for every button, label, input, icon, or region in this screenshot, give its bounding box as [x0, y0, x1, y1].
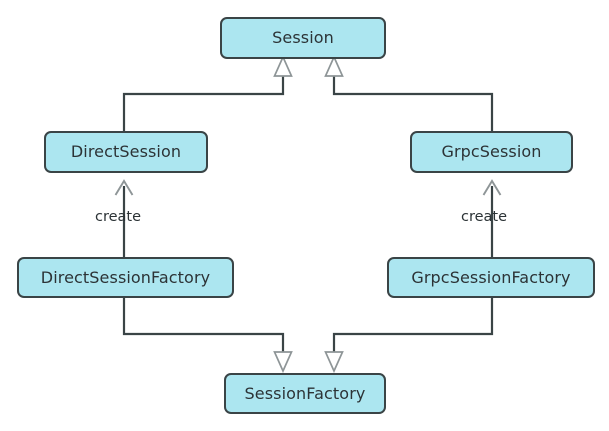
- edge-direct-session-inherits-session: [122, 54, 293, 131]
- node-direct-session-label: DirectSession: [70, 142, 182, 161]
- edge-grpc-session-factory-creates-grpc-session: [482, 179, 502, 257]
- open-arrowhead-icon: [482, 179, 502, 196]
- hollow-triangle-arrowhead-icon: [324, 351, 344, 374]
- edge-direct-session-factory-inherits-session-factory: [122, 298, 293, 374]
- node-grpc-session-label: GrpcSession: [441, 142, 542, 161]
- node-grpc-session[interactable]: GrpcSession: [410, 131, 573, 173]
- edge-label-create-left: create: [95, 209, 142, 225]
- open-arrowhead-icon: [114, 179, 134, 196]
- connector-line: [122, 76, 285, 131]
- node-direct-session[interactable]: DirectSession: [44, 131, 208, 173]
- node-grpc-session-factory-label: GrpcSessionFactory: [411, 267, 571, 287]
- hollow-triangle-arrowhead-icon: [273, 54, 293, 77]
- connector-line: [122, 298, 285, 352]
- edge-label-create-right: create: [461, 209, 508, 225]
- hollow-triangle-arrowhead-icon: [273, 351, 293, 374]
- node-session-factory-label: SessionFactory: [244, 383, 366, 403]
- node-direct-session-factory[interactable]: DirectSessionFactory: [17, 257, 234, 298]
- node-session-factory[interactable]: SessionFactory: [224, 373, 386, 414]
- node-session-label: Session: [272, 28, 334, 47]
- node-grpc-session-factory[interactable]: GrpcSessionFactory: [387, 257, 595, 298]
- node-direct-session-factory-label: DirectSessionFactory: [40, 267, 211, 287]
- edge-direct-session-factory-creates-direct-session: [114, 179, 134, 257]
- connector-line: [332, 298, 494, 352]
- edge-grpc-session-inherits-session: [324, 54, 494, 131]
- node-session[interactable]: Session: [220, 17, 386, 59]
- connector-line: [332, 76, 494, 131]
- edge-grpc-session-factory-inherits-session-factory: [324, 298, 494, 374]
- hollow-triangle-arrowhead-icon: [324, 54, 344, 77]
